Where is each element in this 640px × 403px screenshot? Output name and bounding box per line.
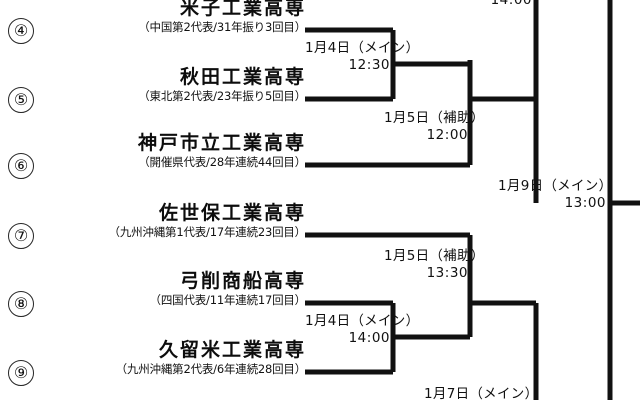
- match-time-final: 13:00: [564, 194, 606, 211]
- seed-number-7: ⑦: [8, 223, 34, 249]
- match-label-round2-lower: 1月5日（補助） 13:30: [384, 248, 485, 281]
- seed-number-8: ⑧: [8, 291, 34, 317]
- team-name-7: 佐世保工業高専: [158, 202, 306, 224]
- match-label-top-clipped: 14:00: [446, 0, 532, 9]
- team-subtitle-6: （開催県代表/28年連続44回目）: [138, 155, 306, 169]
- match-date-round2-lower: 1月5日（補助）: [384, 248, 485, 264]
- team-name-6: 神戸市立工業高専: [137, 132, 306, 154]
- seed-number-4: ④: [8, 18, 34, 44]
- match-label-bottom-clipped: 1月7日（メイン）: [424, 386, 539, 403]
- match-label-final: 1月9日（メイン） 13:00: [498, 178, 613, 211]
- team-name-9: 久留米工業高専: [158, 339, 306, 361]
- seed-number-5: ⑤: [8, 87, 34, 113]
- match-time-top-clipped: 14:00: [490, 0, 532, 8]
- match-time-round1-upper: 12:30: [348, 56, 390, 73]
- team-entry-4: 米子工業高専 （中国第2代表/31年振り3回目）: [40, 0, 306, 34]
- match-label-round1-upper: 1月4日（メイン） 12:30: [305, 40, 420, 73]
- team-subtitle-4: （中国第2代表/31年振り3回目）: [138, 20, 306, 34]
- team-subtitle-8: （四国代表/11年連続17回目）: [149, 293, 307, 307]
- team-name-5: 秋田工業高専: [179, 66, 306, 88]
- team-name-8: 弓削商船高専: [179, 270, 306, 292]
- seed-number-9: ⑨: [8, 360, 34, 386]
- match-date-final: 1月9日（メイン）: [498, 178, 613, 194]
- match-date-round1-upper: 1月4日（メイン）: [305, 40, 420, 56]
- match-date-round2-upper: 1月5日（補助）: [384, 110, 485, 126]
- team-subtitle-5: （東北第2代表/23年振り5回目）: [138, 89, 306, 103]
- match-time-round2-upper: 12:00: [426, 126, 468, 143]
- match-label-round2-upper: 1月5日（補助） 12:00: [384, 110, 485, 143]
- seed-number-6: ⑥: [8, 153, 34, 179]
- team-entry-8: 弓削商船高専 （四国代表/11年連続17回目）: [40, 270, 307, 308]
- match-date-round1-lower: 1月4日（メイン）: [305, 313, 420, 329]
- team-entry-6: 神戸市立工業高専 （開催県代表/28年連続44回目）: [40, 132, 306, 170]
- match-time-round1-lower: 14:00: [348, 329, 390, 346]
- team-name-4: 米子工業高専: [179, 0, 306, 19]
- team-entry-7: 佐世保工業高専 （九州沖縄第1代表/17年連続23回目）: [26, 202, 307, 240]
- connector-top-clipped: [470, 0, 539, 102]
- team-entry-9: 久留米工業高専 （九州沖縄第2代表/6年連続28回目）: [26, 339, 307, 377]
- match-date-bottom-clipped: 1月7日（メイン）: [424, 386, 539, 402]
- team-subtitle-9: （九州沖縄第2代表/6年連続28回目）: [115, 362, 307, 376]
- match-label-round1-lower: 1月4日（メイン） 14:00: [305, 313, 420, 346]
- match-time-round2-lower: 13:30: [426, 264, 468, 281]
- team-entry-5: 秋田工業高専 （東北第2代表/23年振り5回目）: [40, 66, 306, 104]
- team-subtitle-7: （九州沖縄第1代表/17年連続23回目）: [108, 225, 307, 239]
